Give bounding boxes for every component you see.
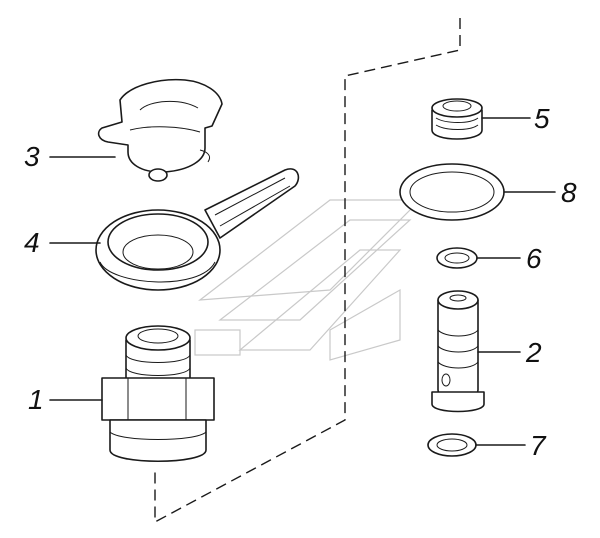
callout-2: 2 xyxy=(525,337,542,368)
assembly-dashed-lines xyxy=(154,18,461,524)
part-1-fitting xyxy=(101,325,215,463)
part-6-washer xyxy=(436,247,478,269)
part-2-valve-stem xyxy=(431,290,485,413)
part-7-ring xyxy=(427,433,477,457)
part-8-large-ring xyxy=(399,163,505,221)
part-4-ring-with-strap xyxy=(95,168,300,291)
callout-1: 1 xyxy=(28,384,44,415)
part-5-plug xyxy=(431,98,483,140)
callout-7: 7 xyxy=(530,430,547,461)
callout-labels: 3 4 1 5 8 6 2 7 xyxy=(24,103,577,461)
callout-3: 3 xyxy=(24,141,40,172)
part-3-cap xyxy=(97,78,223,182)
callout-4: 4 xyxy=(24,227,40,258)
callout-6: 6 xyxy=(526,243,542,274)
leader-lines xyxy=(49,117,556,446)
callout-5: 5 xyxy=(534,103,550,134)
callout-8: 8 xyxy=(561,177,577,208)
